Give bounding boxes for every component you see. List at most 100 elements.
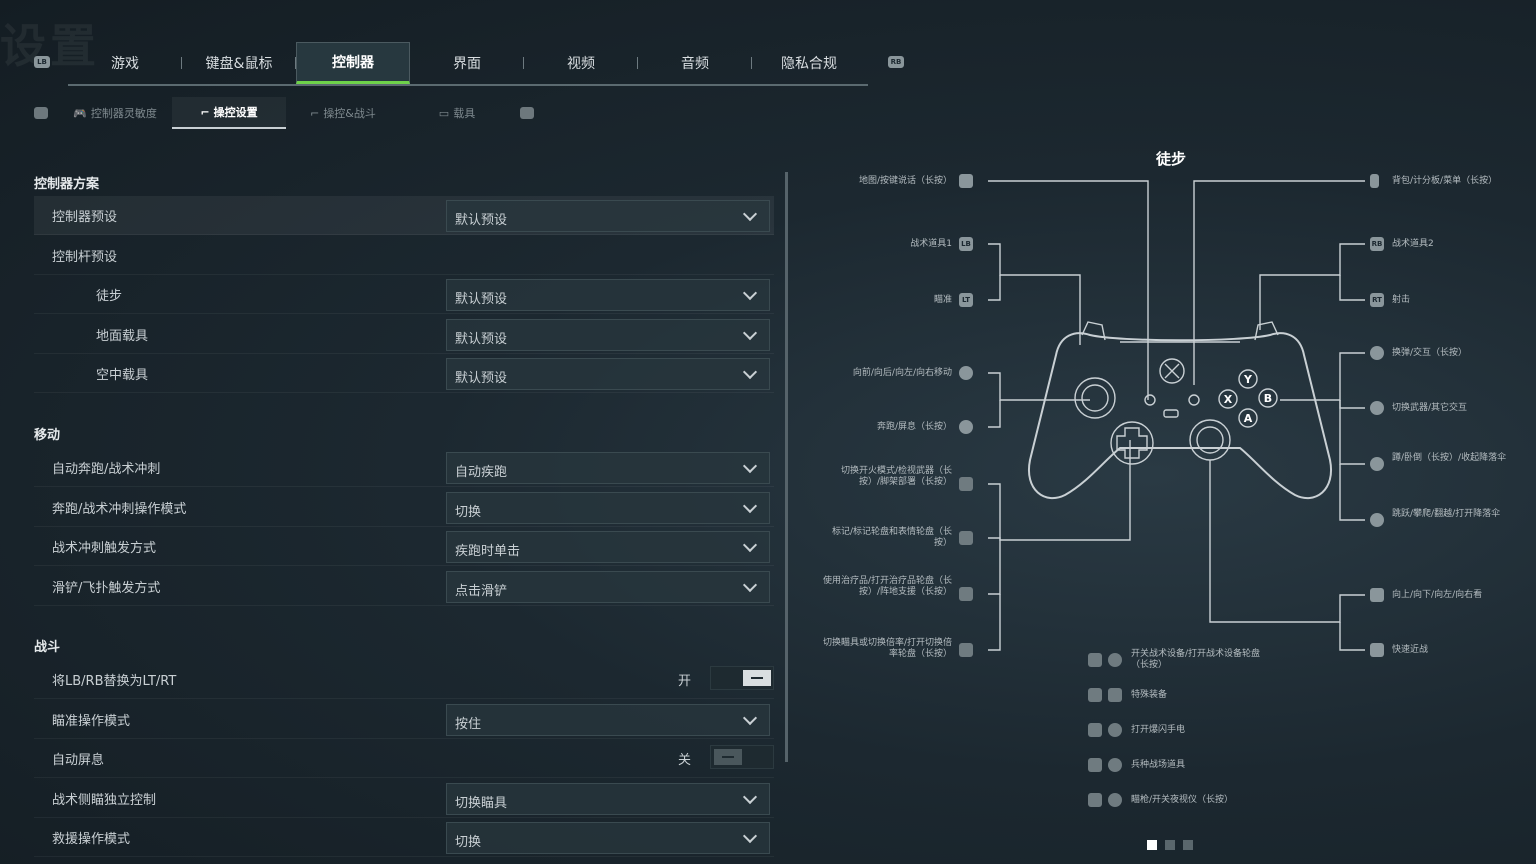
tac-sprint-trigger-dropdown[interactable]: 疾跑时单击 [446, 531, 770, 563]
y-button-icon: Y [1243, 373, 1253, 386]
auto-sprint-dropdown[interactable]: 自动疾跑 [446, 452, 770, 484]
swap-lb-rb-toggle[interactable] [710, 666, 774, 690]
row-controller-preset[interactable]: 控制器预设 默认预设 [34, 196, 774, 235]
tab-video[interactable]: 视频 [524, 42, 638, 84]
left-stick-icon [959, 366, 973, 380]
row-slide-trigger[interactable]: 滑铲/飞扑触发方式 点击滑铲 [34, 567, 774, 606]
rb-bumper-icon[interactable]: RB [888, 56, 904, 68]
y-button-icon [1108, 723, 1122, 737]
tab-interface[interactable]: 界面 [410, 42, 524, 84]
map-label-x: 换弹/交互（长按） [1392, 348, 1468, 358]
map-label-b: 蹲/卧倒（长按）/收起降落伞 [1392, 453, 1507, 463]
lb-icon [1088, 653, 1102, 667]
slide-trigger-dropdown[interactable]: 点击滑铲 [446, 571, 770, 603]
map-label-view: 地图/按键说话（长按） [858, 176, 952, 186]
map-label-left-stick: 向前/向后/向左/向右移动 [852, 368, 952, 378]
vehicle-icon: ▭ [438, 106, 450, 120]
combo-label-2: 特殊装备 [1131, 690, 1168, 700]
row-revive-mode[interactable]: 救援操作模式 切换 [34, 818, 774, 857]
top-bar: 设置 LB 游戏 键盘&鼠标 控制器 界面 视频 音频 隐私合规 RB 🎮控制器… [0, 0, 1536, 130]
row-auto-hold-breath[interactable]: 自动屏息 关 [34, 739, 774, 778]
aim-mode-dropdown[interactable]: 按住 [446, 704, 770, 736]
row-label: 控制器预设 [52, 210, 118, 225]
dpad-up-icon [959, 477, 973, 491]
row-label: 瞄准操作模式 [52, 714, 131, 729]
revive-mode-dropdown[interactable]: 切换 [446, 822, 770, 854]
subtab-vehicle[interactable]: ▭载具 [438, 106, 476, 121]
rt-icon: RT [1370, 293, 1384, 307]
map-label-menu: 背包/计分板/菜单（长按） [1392, 176, 1498, 186]
tab-privacy[interactable]: 隐私合规 [781, 56, 837, 72]
row-label: 将LB/RB替换为LT/RT [52, 674, 177, 689]
row-air-vehicle[interactable]: 空中载具 默认预设 [34, 354, 774, 393]
combo-label-4: 兵种战场道具 [1131, 760, 1186, 770]
page-dot[interactable] [1183, 840, 1193, 850]
gun-icon: ⌐ [200, 105, 210, 119]
air-vehicle-dropdown[interactable]: 默认预设 [446, 358, 770, 390]
map-label-dpad-up: 切换开火模式/检视武器（长按）/脚架部署（长按） [840, 466, 952, 487]
tab-audio[interactable]: 音频 [638, 42, 752, 84]
lb-icon [1088, 793, 1102, 807]
row-ground-vehicle[interactable]: 地面载具 默认预设 [34, 315, 774, 354]
controller-diagram: Y X B A [988, 180, 1365, 651]
x-button-icon [1108, 758, 1122, 772]
dpad-icon [1108, 793, 1122, 807]
subtab-sensitivity[interactable]: 🎮控制器灵敏度 [73, 106, 157, 121]
subtab-control-settings[interactable]: ⌐操控设置 [172, 97, 286, 129]
row-label: 救援操作模式 [52, 832, 131, 847]
row-label: 战术冲刺触发方式 [52, 541, 157, 556]
chevron-down-icon [742, 828, 758, 844]
subtab-control-combat[interactable]: ⌐操控&战斗 [310, 106, 376, 121]
section-movement: 移动 [34, 428, 61, 443]
dpad-icon [1108, 653, 1122, 667]
controller-map: 徒步 [820, 130, 1536, 864]
section-combat: 战斗 [34, 640, 61, 655]
menu-button-icon [1370, 174, 1379, 188]
lb-bumper-icon[interactable]: LB [34, 56, 50, 68]
controller-preset-dropdown[interactable]: 默认预设 [446, 200, 770, 232]
row-label: 自动奔跑/战术冲刺 [52, 462, 161, 477]
on-foot-dropdown[interactable]: 默认预设 [446, 279, 770, 311]
row-aim-mode[interactable]: 瞄准操作模式 按住 [34, 700, 774, 739]
combo-label-1: 开关战术设备/打开战术设备轮盘（长按） [1131, 649, 1261, 670]
row-tac-side-aim[interactable]: 战术侧瞄独立控制 切换瞄具 [34, 779, 774, 818]
map-label-lb: 战术道具1 [910, 239, 952, 249]
right-stick-click-icon [1370, 643, 1384, 657]
x-button-icon [1370, 346, 1384, 360]
map-label-y: 切换武器/其它交互 [1392, 403, 1468, 413]
auto-hold-breath-toggle[interactable] [710, 745, 774, 769]
view-button-icon [959, 174, 973, 188]
row-tac-sprint-trigger[interactable]: 战术冲刺触发方式 疾跑时单击 [34, 527, 774, 566]
ground-vehicle-dropdown[interactable]: 默认预设 [446, 319, 770, 351]
row-label: 滑铲/飞扑触发方式 [52, 581, 161, 596]
dpad-down-icon [959, 587, 973, 601]
tab-game[interactable]: 游戏 [68, 42, 182, 84]
map-label-a: 跳跃/攀爬/翻越/打开降落伞 [1392, 509, 1501, 519]
page-dot[interactable] [1147, 840, 1157, 850]
row-auto-sprint[interactable]: 自动奔跑/战术冲刺 自动疾跑 [34, 448, 774, 487]
row-on-foot[interactable]: 徒步 默认预设 [34, 275, 774, 314]
tab-keyboard-mouse[interactable]: 键盘&鼠标 [182, 42, 296, 84]
map-label-right-stick-click: 快速近战 [1392, 645, 1429, 655]
sprint-mode-dropdown[interactable]: 切换 [446, 492, 770, 524]
toggle-knob [714, 749, 742, 765]
row-swap-lb-rb[interactable]: 将LB/RB替换为LT/RT 开 [34, 660, 774, 699]
row-label: 战术侧瞄独立控制 [52, 793, 157, 808]
rt-trigger-icon[interactable] [520, 107, 534, 119]
dpad-right-icon [959, 531, 973, 545]
row-sprint-mode[interactable]: 奔跑/战术冲刺操作模式 切换 [34, 488, 774, 527]
x-button-icon: X [1224, 393, 1233, 406]
lt-icon: LT [959, 293, 973, 307]
page-indicator [1147, 840, 1193, 850]
chevron-down-icon [742, 206, 758, 222]
lt-trigger-icon[interactable] [34, 107, 48, 119]
row-label: 自动屏息 [52, 753, 105, 768]
right-stick-icon [1370, 588, 1384, 602]
page-dot[interactable] [1165, 840, 1175, 850]
tab-controller[interactable]: 控制器 [296, 42, 410, 84]
tac-side-aim-dropdown[interactable]: 切换瞄具 [446, 783, 770, 815]
chevron-down-icon [742, 710, 758, 726]
map-label-dpad-down: 使用治疗品/打开治疗品轮盘（长按）/阵地支援（长按） [822, 576, 952, 597]
scrollbar[interactable] [785, 172, 788, 762]
gun-icon: ⌐ [310, 106, 320, 120]
